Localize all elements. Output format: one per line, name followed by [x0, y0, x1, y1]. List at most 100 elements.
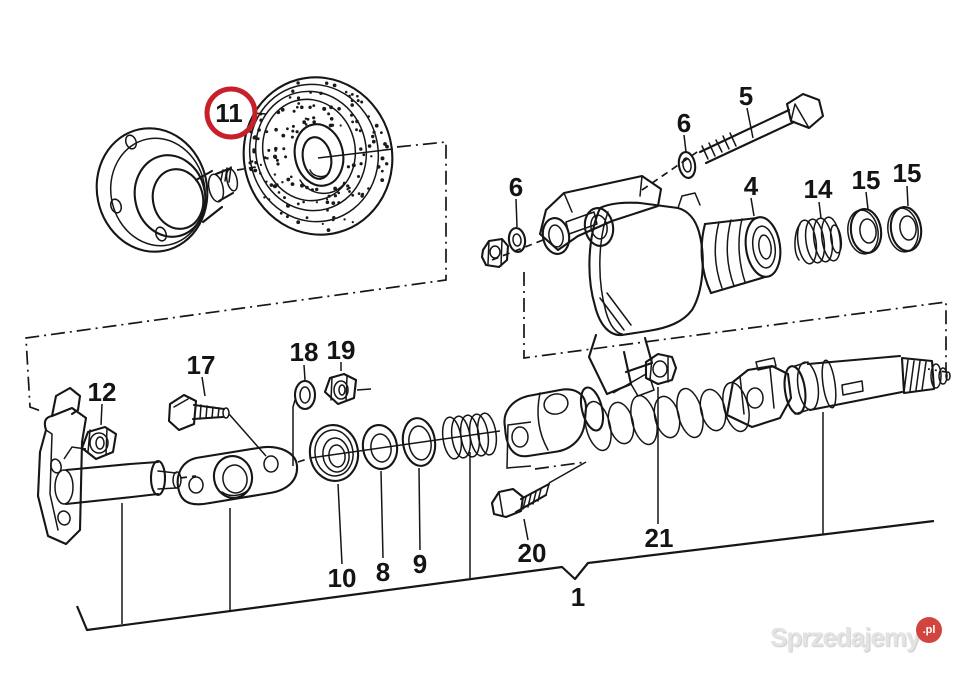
clamp-bracket [538, 174, 663, 255]
stipple-dot [292, 109, 296, 113]
shaft-clamp [783, 361, 820, 415]
stipple-dot [259, 163, 262, 166]
stipple-dot [332, 83, 337, 88]
stipple-dot [312, 120, 317, 124]
stipple-dot [385, 144, 389, 149]
stipple-dot [276, 110, 281, 115]
stipple-dot [376, 165, 381, 169]
stipple-dot [357, 192, 361, 196]
stipple-dot [333, 186, 337, 191]
part-label-4: 4 [744, 171, 759, 201]
part-label-5: 5 [739, 81, 753, 111]
stipple-dot [383, 142, 387, 146]
stipple-dot [358, 129, 362, 133]
stipple-dot [275, 183, 279, 187]
washer-part-6-upper [677, 151, 697, 179]
stipple-dot [265, 130, 269, 134]
stipple-dot [380, 169, 384, 173]
stipple-dot [308, 105, 312, 110]
stipple-dot [351, 120, 354, 124]
stipple-dot [371, 134, 375, 139]
stipple-dot [257, 128, 261, 132]
watermark-badge: .pl [916, 617, 942, 643]
stipple-dot [357, 175, 360, 178]
stipple-dot [351, 221, 354, 224]
ring-part-15-right [887, 206, 923, 253]
stipple-dot [276, 162, 280, 166]
stipple-dot [329, 105, 333, 110]
stipple-dot [296, 105, 299, 109]
stipple-dot [273, 154, 277, 159]
stipple-dot [350, 113, 353, 117]
washer-part-6 [507, 227, 527, 253]
stipple-dot [385, 162, 389, 166]
nut-part-12 [80, 425, 118, 461]
stipple-dot [253, 168, 258, 173]
stipple-dot [302, 120, 307, 125]
stipple-dot [310, 188, 314, 192]
stipple-dot [367, 187, 370, 190]
ring-part-15-left [847, 208, 883, 255]
stipple-dot [367, 115, 370, 118]
stipple-dot [331, 201, 336, 206]
contact-ring-part-11 [242, 76, 394, 236]
leader-lines [63, 107, 909, 624]
part-label-6b: 6 [509, 172, 523, 202]
stipple-dot [371, 139, 376, 144]
column-tube-part-4 [700, 216, 782, 295]
part-label-18: 18 [290, 337, 319, 367]
stipple-dot [279, 211, 283, 215]
part-label-9: 9 [413, 549, 427, 579]
stipple-dot [252, 148, 256, 152]
stipple-dot [374, 123, 379, 128]
stipple-dot [256, 137, 260, 141]
stipple-dot [286, 177, 291, 182]
spring-part-14 [794, 216, 843, 265]
stipple-dot [346, 188, 349, 191]
stipple-dot [290, 135, 294, 139]
stipple-dot [254, 160, 258, 165]
stipple-dot [342, 181, 346, 185]
stipple-dot [286, 127, 289, 131]
stipple-dot [321, 222, 324, 225]
damper-cylinder [54, 459, 182, 506]
stipple-dot [281, 133, 286, 138]
stipple-dot [288, 96, 292, 99]
stipple-dot [360, 194, 364, 198]
nut [480, 237, 510, 269]
part-label-1: 1 [571, 582, 585, 612]
shaft-collar-left [579, 386, 605, 432]
stipple-dot [367, 144, 372, 148]
stipple-dot [296, 81, 300, 85]
part-label-19: 19 [327, 335, 356, 365]
nut-part-21 [644, 352, 678, 386]
part-label-11: 11 [215, 98, 243, 128]
corrugated-shaft-section [584, 381, 750, 452]
stipple-dot [337, 191, 341, 195]
stipple-dot [315, 201, 318, 204]
stipple-dot [355, 119, 359, 124]
stipple-dot [297, 102, 301, 105]
coupling-yoke [176, 446, 299, 506]
stipple-dot [251, 160, 254, 163]
stipple-dot [346, 184, 350, 188]
stipple-dot [327, 194, 331, 198]
stipple-dot [284, 155, 288, 159]
stipple-dot [302, 200, 305, 204]
stipple-dot [275, 158, 279, 162]
stipple-dot [372, 130, 376, 134]
part-label-15a: 15 [852, 165, 881, 195]
stipple-dot [269, 183, 274, 187]
nut-part-19 [323, 372, 358, 406]
stipple-dot [325, 200, 330, 205]
stipple-dot [273, 173, 277, 176]
stipple-dot [322, 106, 327, 111]
part-label-6a: 6 [677, 108, 691, 138]
stipple-dot [380, 178, 385, 183]
stipple-dot [312, 104, 316, 107]
stipple-dot [290, 175, 293, 179]
stipple-dot [274, 127, 278, 132]
stipple-dot [325, 81, 329, 85]
stipple-dot [327, 112, 331, 116]
part-label-14: 14 [804, 174, 833, 204]
